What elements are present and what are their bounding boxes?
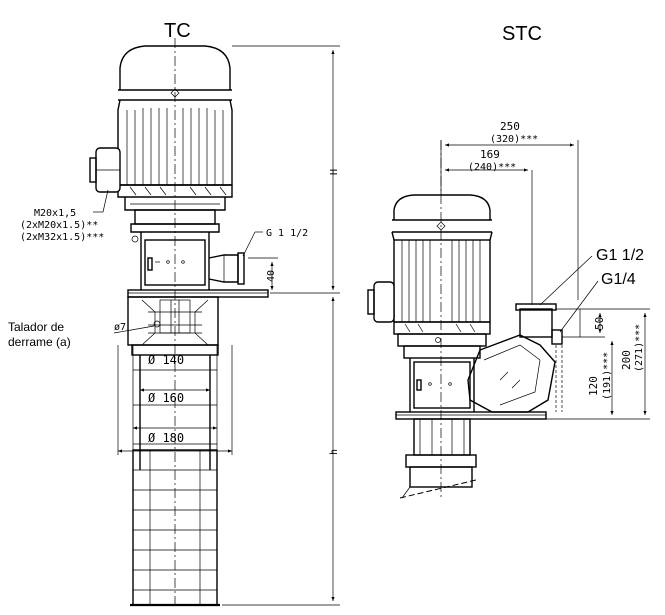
title-stc: STC <box>502 23 542 45</box>
dim-120-alt: (191)*** <box>602 352 613 400</box>
dim-H: H <box>329 169 340 175</box>
dia-160: Ø 160 <box>148 391 184 405</box>
dia-140: Ø 140 <box>148 353 184 367</box>
dim-50: 50 <box>593 317 606 330</box>
tc-outlet-label: G 1 1/2 <box>266 228 308 239</box>
hole-label: ø7 <box>114 322 126 333</box>
dim-169-alt: (240)*** <box>468 162 516 173</box>
cable-gland-label-1: M20x1,5 <box>34 208 76 219</box>
tc-pump <box>89 38 269 607</box>
stc-pump <box>367 140 563 500</box>
drain-label-line1: Talador de <box>8 320 64 334</box>
cable-gland-label-3: (2xM32x1.5)*** <box>20 232 104 243</box>
dim-120: 120 <box>587 376 600 396</box>
dim-250-alt: (320)*** <box>490 134 538 145</box>
title-tc: TC <box>164 20 191 42</box>
dim-169: 169 <box>480 148 500 161</box>
dim-250: 250 <box>500 120 520 133</box>
drain-label-line2: derrame (a) <box>8 335 71 349</box>
stc-outlet-g1-1-2: G1 1/2 <box>596 247 644 264</box>
cable-gland-label-2: (2xM20x1.5)** <box>20 220 98 231</box>
dim-h: h <box>329 449 340 455</box>
dim-40: 40 <box>266 270 277 282</box>
dia-180: Ø 180 <box>148 431 184 445</box>
dim-200-alt: (271)*** <box>634 324 645 372</box>
stc-outlet-g1-4: G1/4 <box>601 271 636 288</box>
dim-200: 200 <box>620 350 633 370</box>
